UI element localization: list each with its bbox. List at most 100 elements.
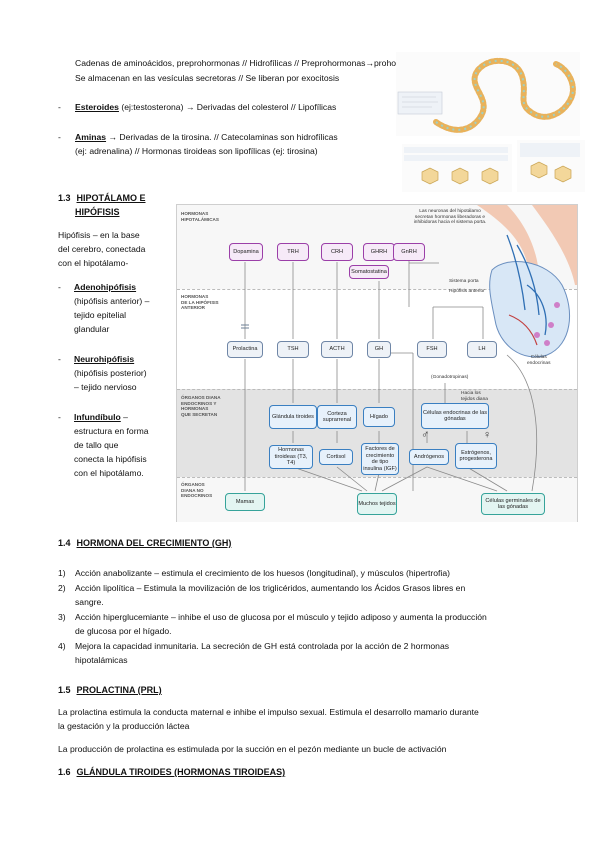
- list-item-line: Acción anabolizante – estimula el crecim…: [75, 568, 450, 578]
- esteroides-line: Esteroides (ej:testosterona) → Derivadas…: [75, 101, 336, 113]
- section-number: 1.4: [58, 538, 71, 548]
- section-title: HORMONA DEL CRECIMIENTO (GH): [76, 538, 232, 548]
- figure-connectors: [241, 205, 577, 492]
- section-number: 1.6: [58, 767, 71, 777]
- label-gonadotropinas: (Gonadotropinas): [431, 375, 469, 380]
- list-item-line: estructura en forma: [74, 426, 149, 436]
- esteroides-text: (ej:testosterona) → Derivadas del colest…: [118, 102, 337, 112]
- bullet-dash: -: [58, 412, 61, 422]
- hormone-somatostatina: Somatostatina: [349, 265, 389, 279]
- paragraph-line: La producción de prolactina es estimulad…: [58, 744, 447, 754]
- hormone-gnrh: GnRH: [393, 243, 425, 261]
- section-1-3-heading: 1.3 HIPOTÁLAMO E: [58, 193, 146, 203]
- section-title: PROLACTINA (PRL): [76, 685, 162, 695]
- secreted-androgenos: Andrógenos: [409, 449, 449, 465]
- term-neurohipofisis: Neurohipófisis: [74, 354, 135, 364]
- target-celulas-germinales: Células germinales de las gónadas: [481, 493, 545, 515]
- list-item-line: con el hipotálamo.: [74, 468, 144, 478]
- aminas-text: → Derivadas de la tirosina. // Catecolam…: [106, 132, 338, 142]
- bullet-dash: -: [58, 102, 61, 112]
- bullet-dash: -: [58, 354, 61, 364]
- section-1-4-heading: 1.4 HORMONA DEL CRECIMIENTO (GH): [58, 538, 231, 548]
- list-item-term: Infundíbulo –: [74, 411, 128, 423]
- list-item-line: hipotalámicas: [75, 655, 128, 665]
- bullet-dash: -: [58, 132, 61, 142]
- amine-structure-illustration: [517, 140, 585, 192]
- section-number: 1.3: [58, 193, 71, 203]
- intro-line: Hipófisis – en la base: [58, 230, 140, 240]
- paragraph-line: La prolactina estimula la conducta mater…: [58, 707, 479, 717]
- intro-line: del cerebro, conectada: [58, 244, 146, 254]
- list-item-term: Neurohipófisis: [74, 353, 134, 365]
- secreted-estrogenos: Estrógenos, progesterona: [455, 443, 497, 469]
- list-item-line: conecta la hipófisis: [74, 454, 147, 464]
- organ-gonadas: Células endocrinas de las gónadas: [421, 403, 489, 429]
- section-number: 1.5: [58, 685, 71, 695]
- term-suffix: –: [120, 412, 128, 422]
- label-sistema-porta: Sistema porta: [449, 279, 479, 284]
- term-infundibulo: Infundíbulo: [74, 412, 121, 422]
- list-number: 1): [58, 568, 66, 578]
- section-1-6-heading: 1.6 GLÁNDULA TIROIDES (HORMONAS TIROIDEAS…: [58, 767, 285, 777]
- secreted-tiroideas: Hormonas tiroideas (T3, T4): [269, 445, 313, 469]
- section-1-3-heading-2: HIPÓFISIS: [75, 207, 120, 217]
- hormone-lh: LH: [467, 341, 497, 358]
- paragraph-line: la gestación y la producción láctea: [58, 721, 190, 731]
- bullet-dash: -: [58, 282, 61, 292]
- list-number: 3): [58, 612, 66, 622]
- peptide-chain-illustration: [396, 52, 580, 136]
- list-item-term: Adenohipófisis: [74, 281, 136, 293]
- secreted-cortisol: Cortisol: [319, 449, 353, 465]
- list-item-line: (hipófisis posterior): [74, 368, 147, 378]
- term-aminas: Aminas: [75, 132, 107, 142]
- list-item-line: de glucosa por el hígado.: [75, 626, 172, 636]
- hormone-trh: TRH: [277, 243, 309, 261]
- section-title-2: HIPÓFISIS: [75, 207, 120, 217]
- target-muchos-tejidos: Muchos tejidos: [357, 493, 397, 515]
- hormone-gh: GH: [367, 341, 391, 358]
- label-hipofisis-anterior: Hipófisis anterior: [449, 289, 485, 294]
- list-item-line: (hipófisis anterior) –: [74, 296, 150, 306]
- organ-tiroides: Glándula tiroides: [269, 405, 317, 429]
- intro-line: con el hipotálamo-: [58, 258, 129, 268]
- steroid-structure-illustration: [402, 144, 512, 192]
- target-mamas: Mamas: [225, 493, 265, 511]
- text-line: Cadenas de aminoácidos, preprohormonas /…: [75, 58, 479, 68]
- hormone-dopamina: Dopamina: [229, 243, 263, 261]
- section-title: GLÁNDULA TIROIDES (HORMONAS TIROIDEAS): [76, 767, 286, 777]
- term-adenohipofisis: Adenohipófisis: [74, 282, 137, 292]
- list-item-line: – tejido nervioso: [74, 382, 137, 392]
- organ-higado: Hígado: [363, 407, 395, 427]
- section-title: HIPOTÁLAMO E: [76, 193, 146, 203]
- hormone-prolactina: Prolactina: [227, 341, 263, 358]
- term-esteroides: Esteroides: [75, 102, 119, 112]
- aminas-line: Aminas → Derivadas de la tirosina. // Ca…: [75, 131, 338, 143]
- list-item-line: Acción lipolítica – Estimula la moviliza…: [75, 583, 466, 593]
- list-item-line: tejido epitelial: [74, 310, 127, 320]
- list-number: 4): [58, 641, 66, 651]
- hormone-tsh: TSH: [277, 341, 309, 358]
- section-1-5-heading: 1.5 PROLACTINA (PRL): [58, 685, 162, 695]
- organ-corteza: Corteza suprarrenal: [317, 405, 357, 429]
- hormone-crh: CRH: [321, 243, 353, 261]
- list-item-line: glandular: [74, 324, 110, 334]
- list-item-line: sangre.: [75, 597, 104, 607]
- male-symbol: ♂: [421, 429, 430, 441]
- aminas-line-2: (ej: adrenalina) // Hormonas tiroideas s…: [75, 146, 318, 156]
- list-item-line: de tallo que: [74, 440, 119, 450]
- list-number: 2): [58, 583, 66, 593]
- text-line: Se almacenan en las vesículas secretoras…: [75, 73, 340, 83]
- secreted-igf: Factores de crecimiento de tipo insulina…: [361, 443, 399, 475]
- list-item-line: Mejora la capacidad inmunitaria. La secr…: [75, 641, 450, 651]
- hormone-fsh: FSH: [417, 341, 447, 358]
- list-item-line: Acción hiperglucemiante – inhibe el uso …: [75, 612, 487, 622]
- female-symbol: ♀: [483, 429, 492, 441]
